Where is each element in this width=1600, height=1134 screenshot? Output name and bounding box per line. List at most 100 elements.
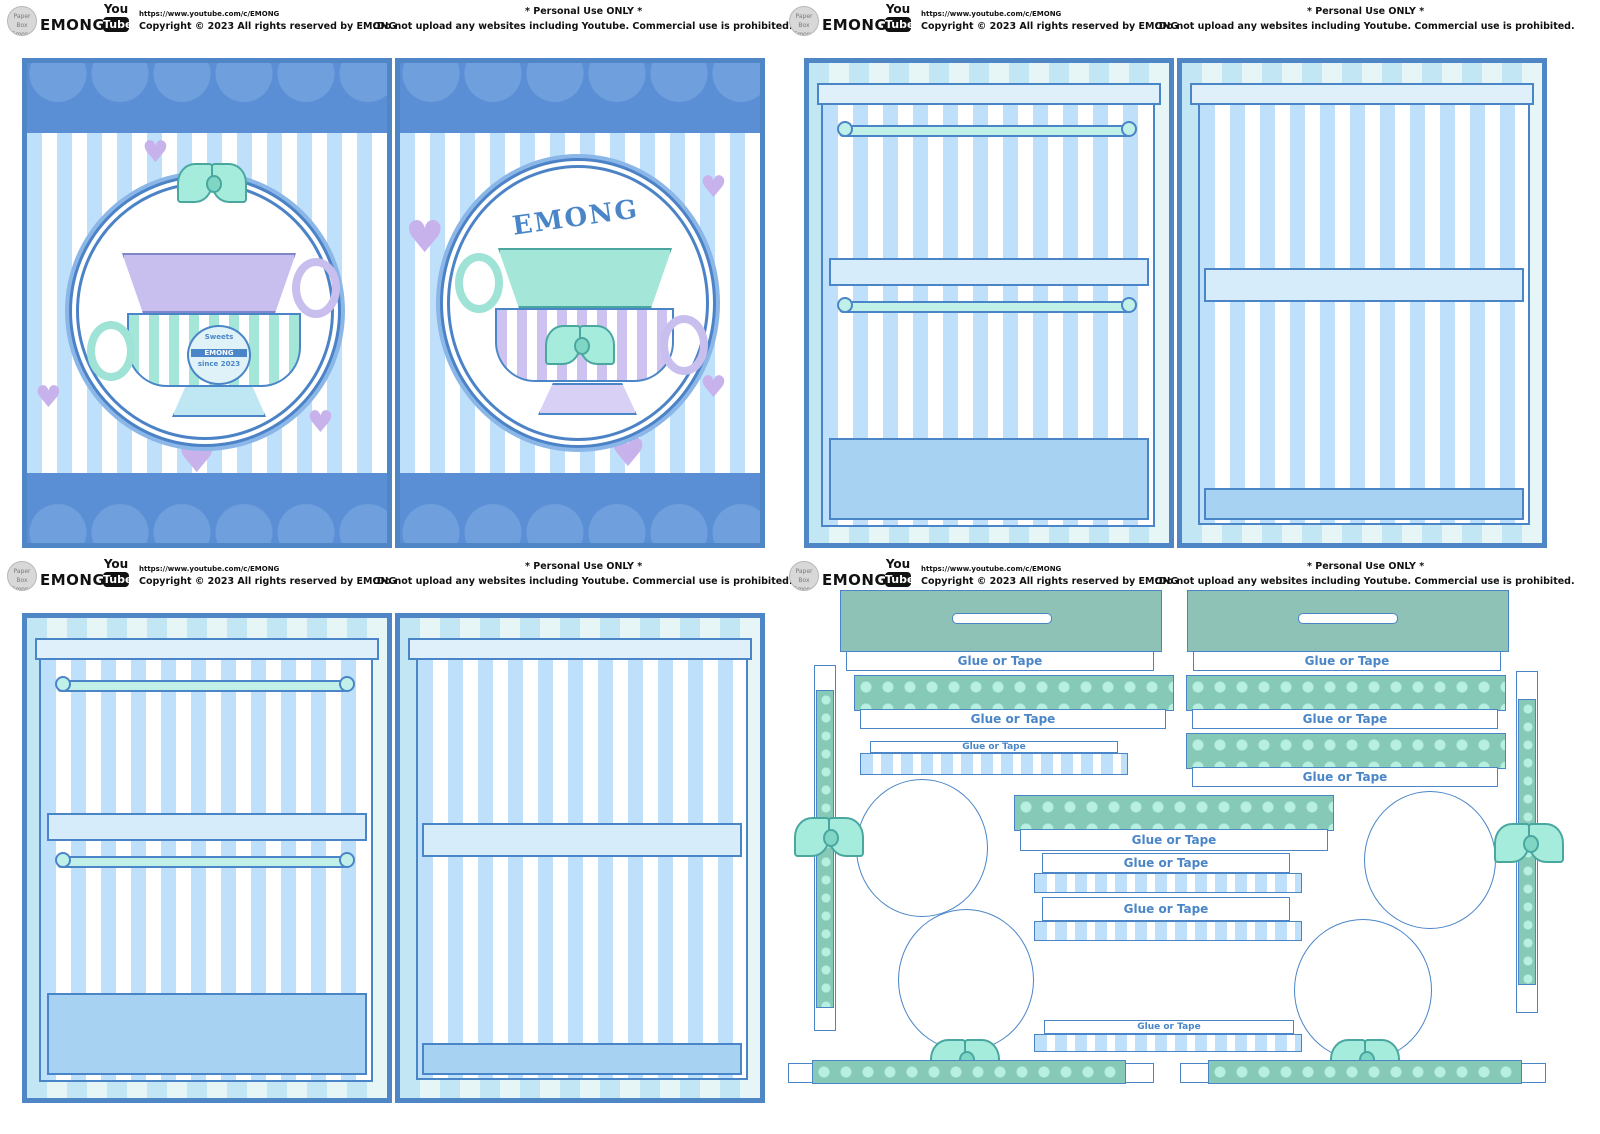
- glue-tab: Glue or Tape: [1042, 853, 1290, 873]
- cabinet-shelf: [1204, 268, 1524, 302]
- lace-bottom-strip: [812, 1060, 1126, 1084]
- cup-handle: [87, 321, 135, 381]
- hanging-rod: [839, 125, 1133, 137]
- rod-knob: [1121, 121, 1137, 137]
- upload-warning: :Do not upload any websites including Yo…: [373, 21, 793, 32]
- cabinet-shelf: [47, 813, 367, 841]
- cabinet-shelf: [422, 823, 742, 857]
- copyright-text: Copyright © 2023 All rights reserved by …: [139, 576, 397, 587]
- channel-url[interactable]: https://www.youtube.com/c/EMONG: [921, 565, 1062, 573]
- channel-url[interactable]: https://www.youtube.com/c/EMONG: [139, 10, 280, 18]
- cabinet-base: [47, 993, 367, 1075]
- glue-tab: Glue or Tape: [1192, 709, 1498, 729]
- striped-trim-strip: [860, 753, 1128, 775]
- rod-knob: [837, 121, 853, 137]
- cabinet-panel-rods: [804, 58, 1174, 548]
- lace-bottom-strip: [1208, 1060, 1522, 1084]
- cabinet-base: [1204, 488, 1524, 520]
- striped-trim-strip: [1034, 1034, 1302, 1052]
- copyright-text: Copyright © 2023 All rights reserved by …: [139, 21, 397, 32]
- lace-border-top: [400, 63, 760, 133]
- lace-trim-strip: [1186, 675, 1506, 711]
- rod-knob: [339, 676, 355, 692]
- striped-trim-strip: [1034, 873, 1302, 893]
- glue-tab: Glue or Tape: [1042, 897, 1290, 921]
- lace-border-top: [27, 63, 387, 133]
- channel-url[interactable]: https://www.youtube.com/c/EMONG: [921, 10, 1062, 18]
- cabinet-panel-rods: [22, 613, 392, 1103]
- lace-trim-strip: [854, 675, 1174, 711]
- cup-handle: [455, 253, 503, 313]
- rod-knob: [55, 852, 71, 868]
- lace-trim-strip: [1186, 733, 1506, 769]
- heart-icon: ♥: [35, 380, 62, 415]
- heart-icon: ♥: [700, 170, 727, 205]
- personal-use-notice: * Personal Use ONLY *: [1307, 6, 1425, 17]
- glue-tab: Glue or Tape: [860, 709, 1166, 729]
- striped-trim-strip: [1034, 921, 1302, 941]
- round-cutout: [898, 909, 1034, 1051]
- upload-warning: :Do not upload any websites including Yo…: [1155, 576, 1575, 587]
- lace-border-bottom: [400, 473, 760, 543]
- personal-use-notice: * Personal Use ONLY *: [1307, 561, 1425, 572]
- channel-url[interactable]: https://www.youtube.com/c/EMONG: [139, 565, 280, 573]
- channel-logo: Paper Box Emong: [789, 6, 819, 36]
- cabinet-top: [1190, 83, 1534, 105]
- cabinet-shelf: [829, 258, 1149, 286]
- cup-saucer: [538, 383, 637, 415]
- channel-logo: Paper Box Emong: [789, 561, 819, 591]
- sweets-badge: Sweets EMONG since 2023: [187, 325, 251, 385]
- ribbon-bow-icon: [177, 163, 247, 203]
- brand-name: EMONG: [40, 571, 106, 589]
- cabinet-body: [1198, 101, 1530, 525]
- glue-tab: Glue or Tape: [870, 741, 1118, 753]
- rod-knob: [55, 676, 71, 692]
- cabinet-panel-open: [395, 613, 765, 1103]
- upload-warning: :Do not upload any websites including Yo…: [373, 576, 793, 587]
- ribbon-bow-icon: [794, 817, 864, 857]
- channel-logo: Paper Box Emong: [7, 561, 37, 591]
- cabinet-body: [416, 656, 748, 1080]
- glue-tab: Glue or Tape: [1193, 651, 1501, 671]
- glue-tab: Glue or Tape: [1044, 1020, 1294, 1034]
- cup-handle: [292, 258, 340, 318]
- cover-panel-right: ♥ ♥ ♥ ♥ EMONG: [395, 58, 765, 548]
- cover-panel-left: ♥ ♥ ♥ ♥ Sweets EMONG since 2023: [22, 58, 392, 548]
- rod-knob: [837, 297, 853, 313]
- glue-tab: Glue or Tape: [1192, 767, 1498, 787]
- heart-icon: ♥: [142, 135, 169, 170]
- heart-icon: ♥: [307, 405, 334, 440]
- channel-logo: Paper Box Emong: [7, 6, 37, 36]
- ribbon-bow-icon: [545, 325, 615, 365]
- glue-tab: Glue or Tape: [1020, 829, 1328, 851]
- hanging-rod: [839, 301, 1133, 313]
- teacup-mint-top: [498, 248, 672, 308]
- brand-name: EMONG: [822, 571, 888, 589]
- heart-icon: ♥: [700, 370, 727, 405]
- cabinet-base: [829, 438, 1149, 520]
- hanging-rod: [57, 680, 351, 692]
- heart-icon: ♥: [405, 212, 445, 263]
- cabinet-top: [817, 83, 1161, 105]
- ribbon-bow-icon: [1494, 823, 1564, 863]
- lace-trim-strip: [1014, 795, 1334, 831]
- cabinet-panel-open: [1177, 58, 1547, 548]
- rod-knob: [339, 852, 355, 868]
- round-cutout: [1364, 791, 1496, 929]
- teacup-lavender: [122, 253, 296, 313]
- glue-tab: Glue or Tape: [846, 651, 1154, 671]
- drawer-pull: [952, 613, 1052, 624]
- cabinet-base: [422, 1043, 742, 1075]
- personal-use-notice: * Personal Use ONLY *: [525, 6, 643, 17]
- rod-knob: [1121, 297, 1137, 313]
